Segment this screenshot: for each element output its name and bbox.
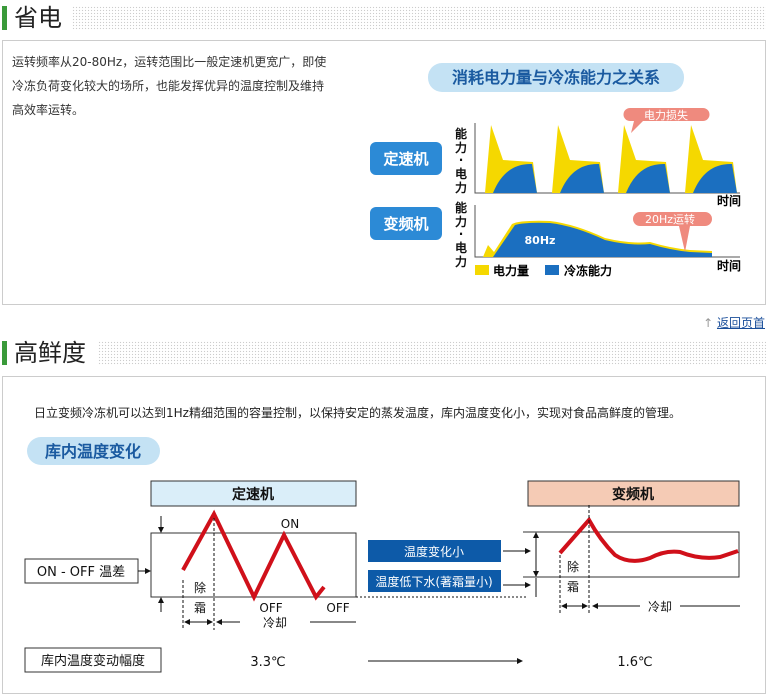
svg-text:力: 力 <box>455 180 467 195</box>
note-small-change-bg <box>368 540 501 562</box>
text-line: 运转频率从20-80Hz，运转范围比一般定速机更宽广，即使 <box>12 55 327 69</box>
y-axis-label-top: 能力·电力 <box>455 126 467 195</box>
header-bar <box>2 6 7 30</box>
note-low-temp: 温度低下水(著霜量小) <box>375 574 492 589</box>
text-line: 高效率运转。 <box>12 103 85 117</box>
section-box-freshness <box>2 376 766 694</box>
section-header-power-saving: 省电 <box>2 2 766 34</box>
svg-text:霜: 霜 <box>194 601 206 615</box>
svg-text:电: 电 <box>455 166 467 181</box>
text-line: 冷冻负荷变化较大的场所，也能发挥优异的温度控制及维持 <box>12 79 325 93</box>
fixed-speed-label: 定速机 <box>383 150 428 168</box>
capacity-cycle-area <box>493 163 537 193</box>
section-title: 省电 <box>14 4 62 32</box>
legend-swatch-power <box>475 265 489 275</box>
section-text: 日立变频冷冻机可以达到1Hz精细范围的容量控制，以保持安定的蒸发温度，库内温度变… <box>34 406 681 420</box>
back-to-top[interactable]: ↑ 返回页首 <box>703 314 765 331</box>
inverter-range-box <box>523 531 740 578</box>
power-capacity-diagram: 消耗电力量与冷冻能力之关系 定速机 变频机 能力·电力 能力·电力 时间 电力损… <box>370 63 741 278</box>
section-text: 运转频率从20-80Hz，运转范围比一般定速机更宽广，即使 冷冻负荷变化较大的场… <box>12 50 326 122</box>
fixed-speed-label-bg <box>370 142 442 175</box>
section-title: 高鲜度 <box>14 339 86 367</box>
fixed-range-value: 3.3℃ <box>250 655 285 670</box>
capacity-cycle-area <box>626 163 670 193</box>
x-axis-label: 时间 <box>717 193 741 208</box>
capacity-area <box>493 222 712 257</box>
diagram-title: 消耗电力量与冷冻能力之关系 <box>452 68 660 87</box>
capacity-cycle-area <box>560 163 604 193</box>
subtitle: 库内温度变化 <box>45 442 141 461</box>
header-bar <box>2 341 7 365</box>
section-box-power-saving <box>2 40 766 305</box>
svg-text:变频机: 变频机 <box>612 486 654 503</box>
range-label-box <box>24 647 162 673</box>
loss-callout: 电力损失 <box>644 108 688 122</box>
svg-text:力: 力 <box>455 214 467 229</box>
svg-text:力: 力 <box>455 140 467 155</box>
fixed-speed-cycles <box>485 125 737 193</box>
legend-power: 电力量 <box>493 263 529 278</box>
hz20-callout-bg <box>633 212 712 252</box>
fixed-temp-curve <box>181 509 326 602</box>
hz20-callout: 20Hz运转 <box>645 212 695 226</box>
svg-text:冷却: 冷却 <box>263 616 287 630</box>
note-low-temp-bg <box>368 570 501 592</box>
fixed-speed-header <box>150 480 357 507</box>
temperature-diagram: 定速机 变频机 ON - OFF 温差 除 霜 ON OFF OFF 冷却 温度… <box>24 480 740 673</box>
svg-text:除: 除 <box>194 580 206 595</box>
diagram-title-pill <box>428 63 684 92</box>
header-pattern <box>98 341 766 365</box>
x-axis-label: 时间 <box>717 258 741 273</box>
up-arrow-icon: ↑ <box>703 316 717 330</box>
off-label: OFF <box>326 601 349 615</box>
inverter-range-value: 1.6℃ <box>617 655 652 670</box>
y-axis-label-bottom: 能力·电力 <box>455 200 467 269</box>
svg-text:·: · <box>459 153 464 167</box>
inverter-label: 变频机 <box>383 215 428 233</box>
on-label: ON <box>281 517 299 531</box>
capacity-cycle-area <box>693 163 737 193</box>
inverter-header <box>527 480 740 507</box>
svg-text:除: 除 <box>567 559 579 574</box>
svg-text:冷却: 冷却 <box>648 600 672 614</box>
section-header-freshness: 高鲜度 <box>2 337 766 369</box>
svg-text:能: 能 <box>455 126 467 141</box>
loss-callout-bg <box>623 108 710 133</box>
svg-text:能: 能 <box>455 200 467 215</box>
svg-text:·: · <box>459 227 464 241</box>
onoff-label-box <box>24 558 139 584</box>
onoff-label: ON - OFF 温差 <box>37 565 125 580</box>
fixed-range-box <box>150 532 357 598</box>
back-to-top-link[interactable]: 返回页首 <box>716 316 765 330</box>
svg-text:电: 电 <box>455 240 467 255</box>
subtitle-pill <box>27 437 160 465</box>
svg-text:定速机: 定速机 <box>232 486 274 503</box>
legend-capacity: 冷冻能力 <box>564 263 612 278</box>
legend-swatch-capacity <box>545 265 559 275</box>
header-pattern <box>72 6 766 30</box>
hz80-label: 80Hz <box>525 234 556 247</box>
svg-text:力: 力 <box>455 254 467 269</box>
inverter-temp-curve <box>558 516 739 563</box>
svg-text:霜: 霜 <box>567 580 579 594</box>
off-label: OFF <box>259 601 282 615</box>
note-small-change: 温度变化小 <box>404 544 464 559</box>
range-label: 库内温度变动幅度 <box>41 653 145 669</box>
inverter-label-bg <box>370 207 442 240</box>
